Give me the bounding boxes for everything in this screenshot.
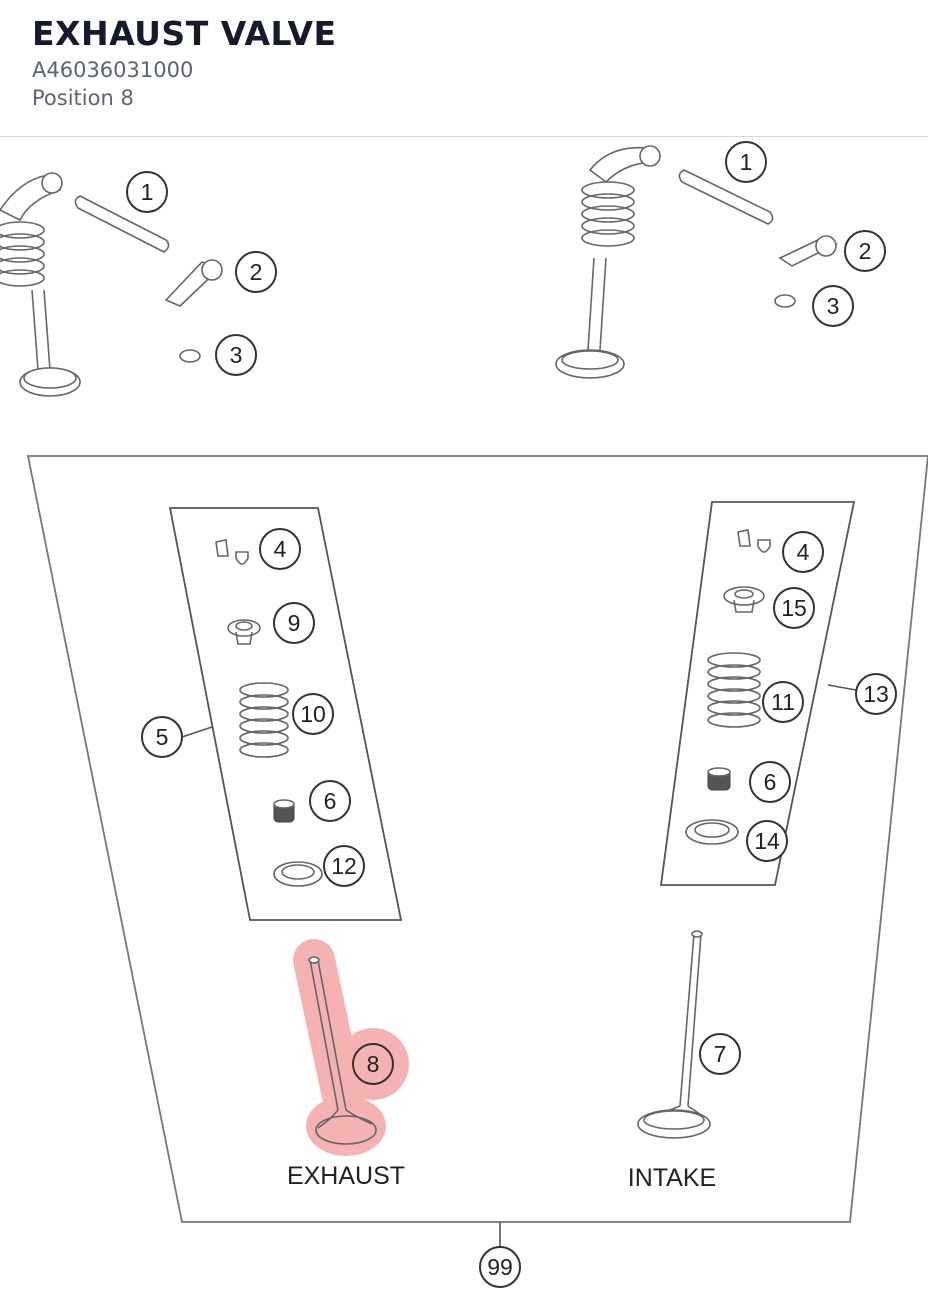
exhaust-valve-keepers bbox=[215, 539, 249, 565]
right-rocker-shaft bbox=[678, 169, 774, 225]
intake-spring-seat bbox=[685, 819, 739, 845]
left-valve-assembly bbox=[0, 172, 81, 397]
callout-intake-15: 15 bbox=[773, 587, 815, 629]
svg-text:3: 3 bbox=[827, 293, 840, 319]
svg-text:1: 1 bbox=[141, 179, 154, 205]
svg-text:10: 10 bbox=[300, 701, 326, 727]
svg-text:5: 5 bbox=[156, 724, 169, 750]
callout-intake-4: 4 bbox=[782, 531, 824, 573]
callout-exhaust-valve-8[interactable]: 8 bbox=[352, 1043, 394, 1085]
exhaust-spring-seat bbox=[273, 861, 323, 887]
callout-exhaust-5: 5 bbox=[141, 716, 183, 758]
svg-text:8: 8 bbox=[367, 1051, 380, 1077]
callout-right-2: 2 bbox=[844, 230, 886, 272]
svg-text:2: 2 bbox=[859, 238, 872, 264]
callout-intake-14: 14 bbox=[746, 820, 788, 862]
svg-text:6: 6 bbox=[324, 788, 337, 814]
callout-left-2: 2 bbox=[235, 251, 277, 293]
exhaust-valve[interactable] bbox=[308, 956, 377, 1145]
left-shim bbox=[179, 349, 201, 363]
svg-text:13: 13 bbox=[863, 681, 889, 707]
right-rocker-arm bbox=[778, 235, 839, 267]
svg-text:7: 7 bbox=[714, 1041, 727, 1067]
callout-exhaust-9: 9 bbox=[273, 602, 315, 644]
exhaust-valve-spring bbox=[239, 682, 289, 758]
part-title: EXHAUST VALVE bbox=[32, 14, 337, 53]
intake-valve-stem-seal bbox=[707, 767, 731, 791]
callout-intake-valve-7: 7 bbox=[699, 1033, 741, 1075]
intake-valve-keepers bbox=[737, 529, 771, 553]
callout-right-1: 1 bbox=[725, 141, 767, 183]
exhaust-caption: EXHAUST bbox=[287, 1162, 405, 1190]
exhaust-valve-stem-seal bbox=[273, 799, 295, 823]
kit-outline bbox=[26, 455, 928, 1223]
svg-text:2: 2 bbox=[250, 259, 263, 285]
right-shim bbox=[774, 294, 796, 308]
intake-valve-spring bbox=[707, 652, 761, 728]
callout-left-1: 1 bbox=[126, 171, 168, 213]
callout-exhaust-6: 6 bbox=[309, 780, 351, 822]
callout-kit-99: 99 bbox=[479, 1246, 521, 1288]
part-position: Position 8 bbox=[32, 86, 134, 110]
callout-exhaust-10: 10 bbox=[292, 693, 334, 735]
callout-intake-11: 11 bbox=[762, 681, 804, 723]
svg-text:14: 14 bbox=[754, 828, 780, 854]
exhaust-valve-highlight bbox=[293, 939, 409, 1156]
svg-text:4: 4 bbox=[797, 539, 810, 565]
exploded-diagram: 1 2 3 1 2 3 99 bbox=[0, 141, 928, 1288]
callout-intake-6: 6 bbox=[749, 761, 791, 803]
svg-text:6: 6 bbox=[764, 769, 777, 795]
left-rocker-arm bbox=[164, 259, 223, 307]
svg-text:12: 12 bbox=[331, 853, 357, 879]
svg-text:9: 9 bbox=[288, 610, 301, 636]
intake-subkit-outline bbox=[659, 501, 856, 886]
intake-caption: INTAKE bbox=[628, 1164, 716, 1192]
callout-intake-13: 13 bbox=[855, 673, 897, 715]
right-valve-assembly bbox=[555, 145, 661, 379]
svg-text:15: 15 bbox=[781, 595, 807, 621]
left-rocker-shaft bbox=[74, 195, 170, 253]
exhaust-spring-retainer bbox=[227, 619, 261, 645]
svg-text:3: 3 bbox=[230, 342, 243, 368]
svg-text:4: 4 bbox=[274, 536, 287, 562]
svg-text:99: 99 bbox=[487, 1254, 513, 1280]
callout-left-3: 3 bbox=[215, 334, 257, 376]
exhaust-subkit-outline bbox=[168, 507, 403, 921]
callout-exhaust-4: 4 bbox=[259, 528, 301, 570]
intake-spring-retainer bbox=[723, 586, 765, 613]
svg-text:11: 11 bbox=[771, 689, 795, 715]
part-number: A46036031000 bbox=[32, 58, 194, 82]
intake-valve bbox=[637, 930, 711, 1139]
svg-text:1: 1 bbox=[740, 149, 753, 175]
callout-exhaust-12: 12 bbox=[323, 845, 365, 887]
part-header: EXHAUST VALVE A46036031000 Position 8 bbox=[0, 0, 928, 137]
callout-right-3: 3 bbox=[812, 285, 854, 327]
